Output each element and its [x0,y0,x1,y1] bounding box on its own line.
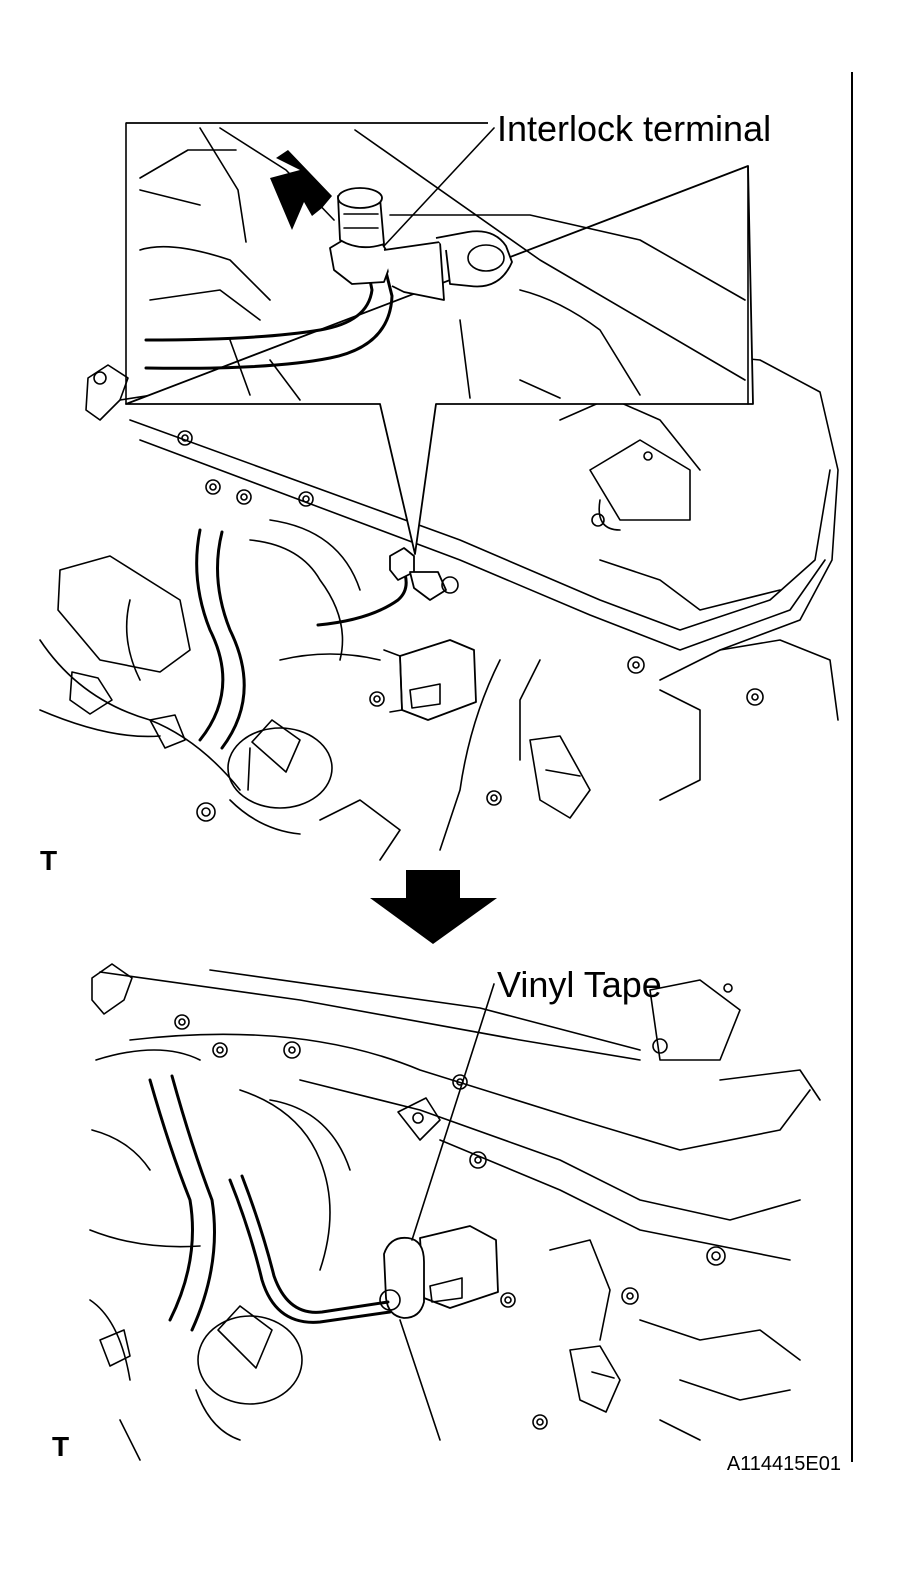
figure-code: A114415E01 [727,1453,841,1475]
black-diagonal-arrow-icon [270,150,332,230]
zoom-callout [125,122,754,555]
top-view-marker: T [40,845,57,876]
bottom-engine-view [89,963,821,1461]
vinyl-tape-label: Vinyl Tape [497,964,662,1005]
interlock-terminal-leader [383,127,495,247]
interlock-terminal-label: Interlock terminal [497,108,771,149]
top-engine-view [39,344,839,861]
vinyl-tape-leader [411,983,495,1241]
bottom-view-marker: T [52,1431,69,1462]
down-arrow-icon [370,870,497,944]
